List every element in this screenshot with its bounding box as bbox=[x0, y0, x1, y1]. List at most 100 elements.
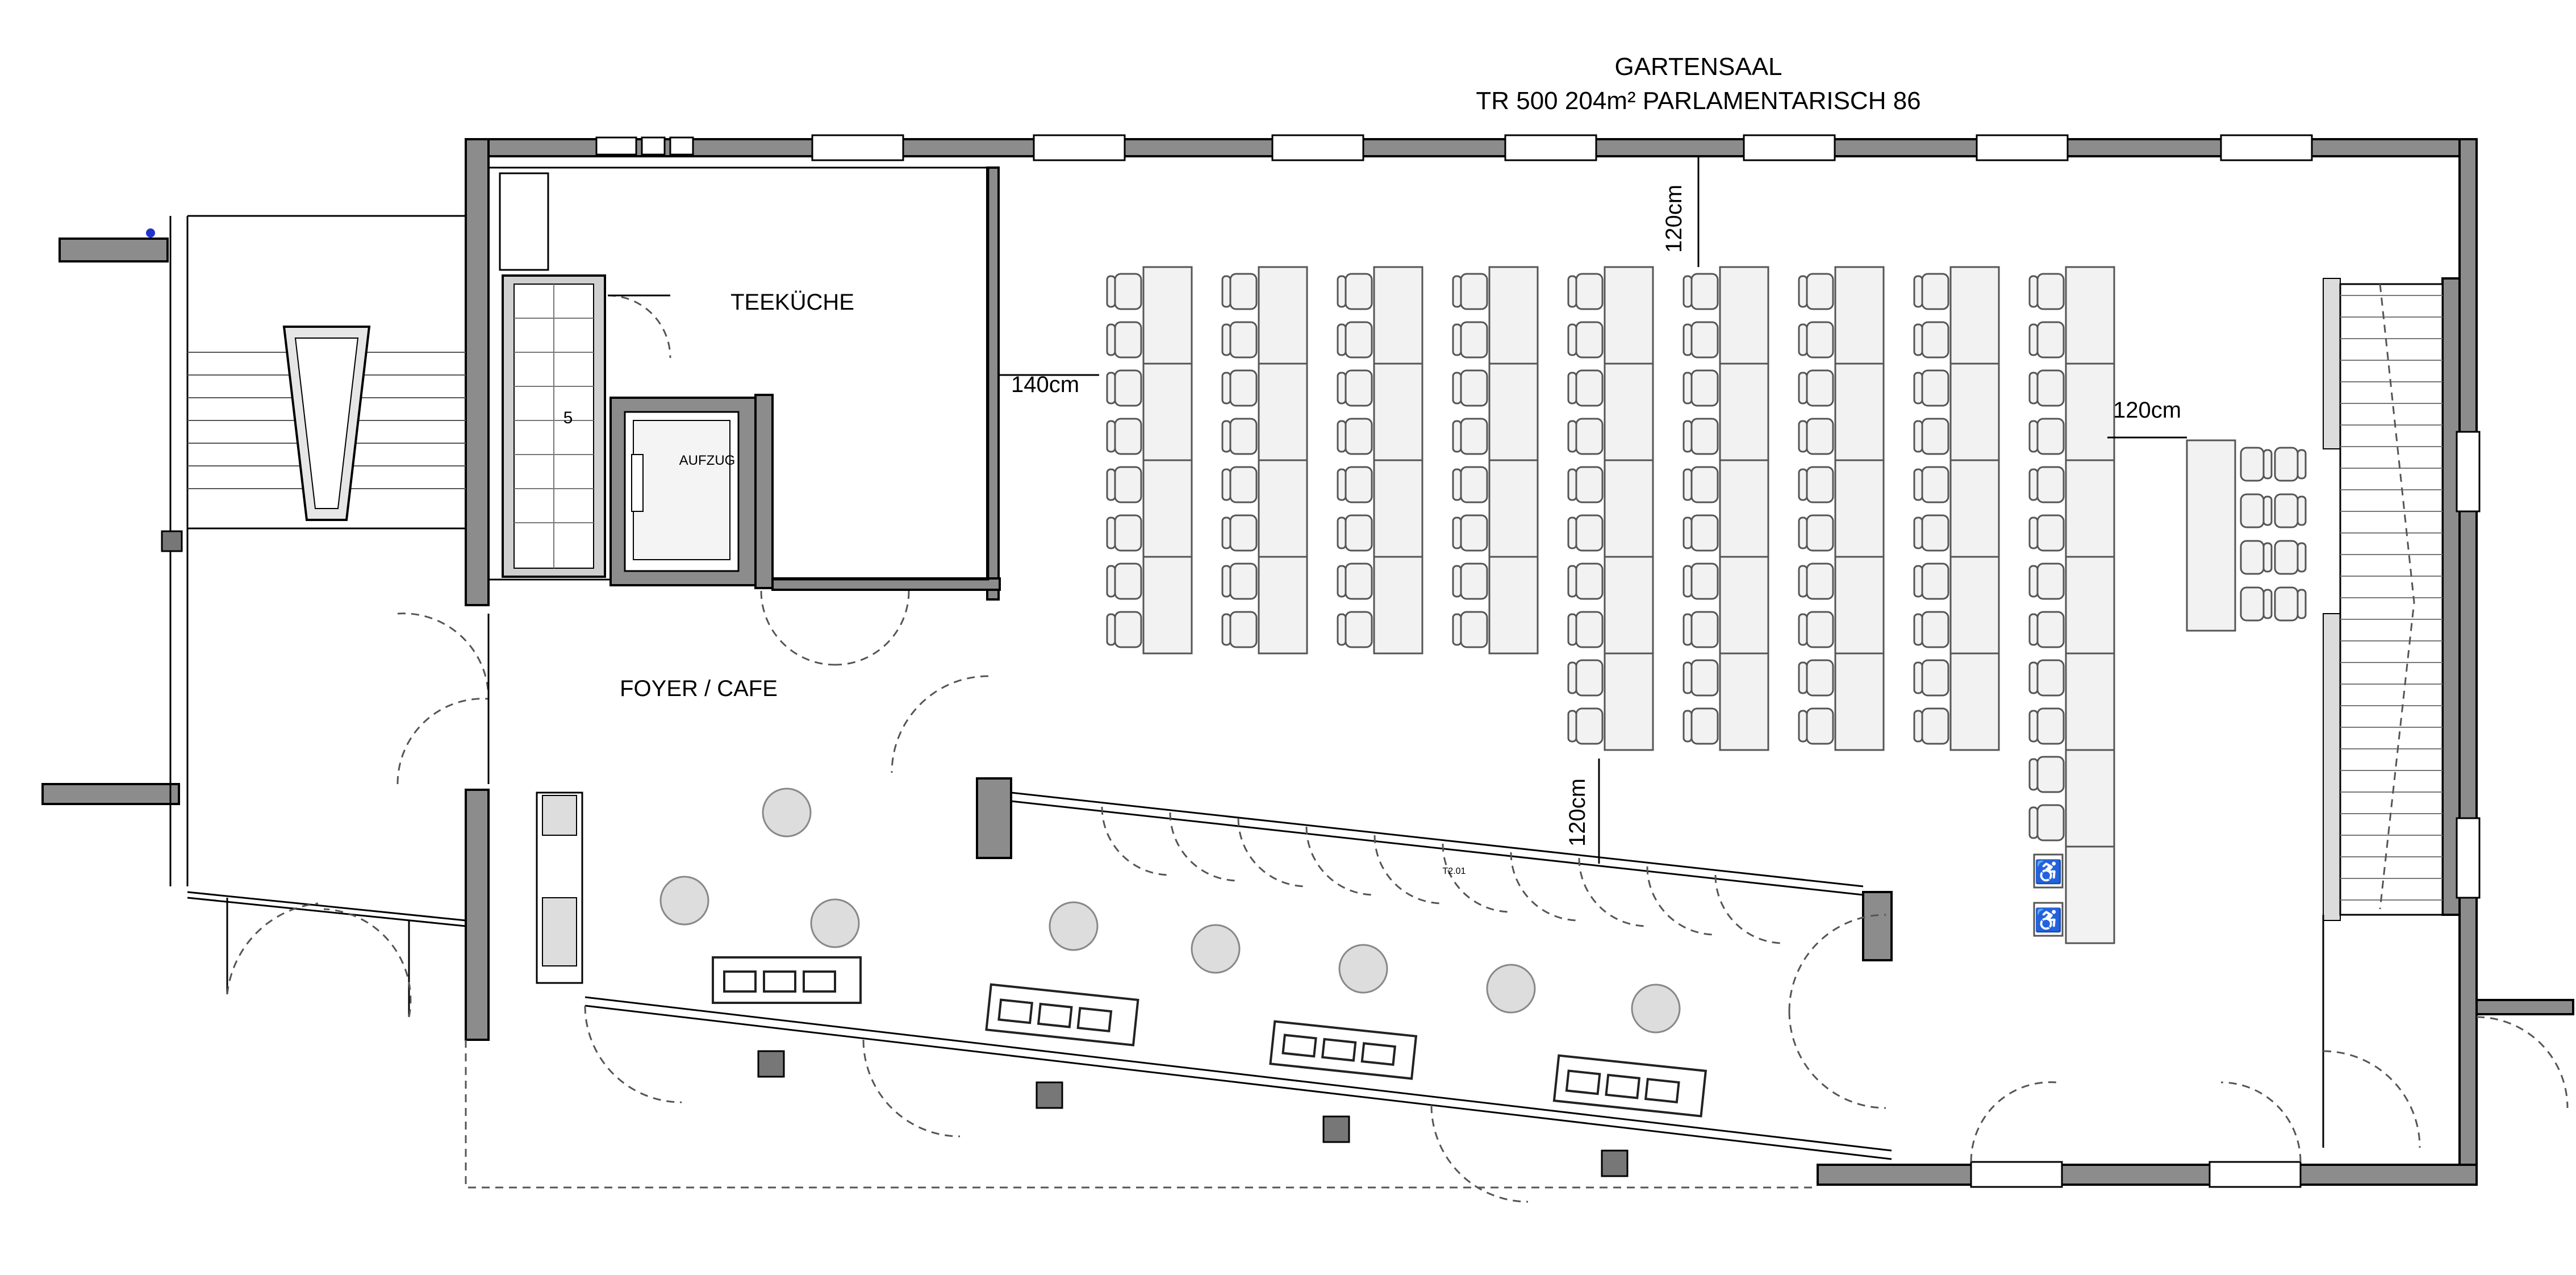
seating-column bbox=[1798, 266, 1885, 751]
dim-top: 120cm bbox=[1661, 185, 1686, 253]
chair bbox=[1913, 514, 1949, 552]
seating-column: ♿♿ bbox=[2028, 266, 2115, 944]
table bbox=[1949, 363, 2000, 461]
chair bbox=[1337, 321, 1373, 359]
chair bbox=[1452, 611, 1488, 648]
seating-column bbox=[1452, 266, 1539, 655]
chair bbox=[2028, 273, 2065, 310]
table bbox=[1142, 459, 1193, 558]
wheelchair-icon: ♿ bbox=[2033, 853, 2064, 889]
chair bbox=[1452, 418, 1488, 455]
chair bbox=[1913, 369, 1949, 407]
chair bbox=[1452, 562, 1488, 600]
chair bbox=[1106, 562, 1142, 600]
chair bbox=[1337, 562, 1373, 600]
chair bbox=[2028, 418, 2065, 455]
chair bbox=[1567, 369, 1604, 407]
chair bbox=[1798, 562, 1834, 600]
chair bbox=[1913, 659, 1949, 697]
table bbox=[2065, 556, 2115, 655]
chair bbox=[2028, 466, 2065, 503]
chair bbox=[1337, 514, 1373, 552]
door-tag: T2.01 bbox=[1443, 866, 1466, 876]
chair bbox=[1913, 321, 1949, 359]
chair bbox=[1913, 466, 1949, 503]
seating-column bbox=[1913, 266, 2000, 751]
chair bbox=[1452, 321, 1488, 359]
chair bbox=[1221, 466, 1258, 503]
chair bbox=[1682, 707, 1719, 745]
chair bbox=[1221, 611, 1258, 648]
chair bbox=[2274, 493, 2307, 528]
table bbox=[1258, 266, 1308, 365]
table bbox=[1604, 363, 1654, 461]
side-table bbox=[2186, 439, 2307, 632]
seating-column bbox=[1221, 266, 1308, 655]
left-stairwell bbox=[41, 215, 466, 1018]
chair bbox=[1798, 369, 1834, 407]
table bbox=[1488, 363, 1539, 461]
table bbox=[1258, 459, 1308, 558]
room-title: GARTENSAAL bbox=[1614, 53, 1782, 81]
table bbox=[1604, 459, 1654, 558]
chair bbox=[1682, 562, 1719, 600]
chair bbox=[1913, 707, 1949, 745]
table bbox=[1834, 363, 1885, 461]
chair bbox=[1337, 369, 1373, 407]
table bbox=[1604, 266, 1654, 365]
seating-layout: ♿♿ bbox=[1106, 266, 2115, 944]
chair bbox=[1106, 466, 1142, 503]
table bbox=[1949, 652, 2000, 751]
dimension-lines bbox=[1000, 156, 2187, 864]
chair bbox=[1798, 466, 1834, 503]
chair bbox=[1798, 321, 1834, 359]
chair bbox=[1798, 707, 1834, 745]
table bbox=[1719, 363, 1769, 461]
chair bbox=[1221, 369, 1258, 407]
chair bbox=[2240, 447, 2273, 482]
table bbox=[1719, 556, 1769, 655]
chair bbox=[2028, 707, 2065, 745]
chair bbox=[2028, 804, 2065, 841]
table bbox=[1949, 459, 2000, 558]
table bbox=[1834, 266, 1885, 365]
chair bbox=[1682, 611, 1719, 648]
elevator-number: 5 bbox=[563, 409, 573, 427]
table bbox=[1373, 556, 1423, 655]
dim-right: 120cm bbox=[2113, 398, 2181, 423]
chair bbox=[1221, 321, 1258, 359]
table bbox=[1488, 266, 1539, 365]
chair bbox=[2028, 611, 2065, 648]
chair bbox=[1567, 273, 1604, 310]
chair bbox=[1798, 514, 1834, 552]
chair bbox=[1452, 466, 1488, 503]
chair bbox=[1337, 273, 1373, 310]
chair bbox=[1682, 514, 1719, 552]
chair bbox=[1452, 369, 1488, 407]
chair bbox=[2028, 321, 2065, 359]
svg-text:♿: ♿ bbox=[2034, 907, 2063, 933]
chair bbox=[1337, 418, 1373, 455]
chair bbox=[1567, 707, 1604, 745]
foyer-area bbox=[396, 612, 2302, 1203]
chair bbox=[1106, 418, 1142, 455]
chair bbox=[2028, 659, 2065, 697]
table bbox=[2065, 363, 2115, 461]
chair bbox=[1221, 273, 1258, 310]
chair bbox=[1682, 369, 1719, 407]
table bbox=[1488, 459, 1539, 558]
table bbox=[1604, 556, 1654, 655]
seating-column bbox=[1106, 266, 1193, 655]
chair bbox=[1452, 514, 1488, 552]
table bbox=[1373, 266, 1423, 365]
chair bbox=[1567, 514, 1604, 552]
seating-column bbox=[1337, 266, 1423, 655]
dim-left: 140cm bbox=[1011, 372, 1079, 397]
chair bbox=[1337, 611, 1373, 648]
seating-column bbox=[1682, 266, 1769, 751]
table bbox=[1949, 556, 2000, 655]
svg-text:♿: ♿ bbox=[2034, 859, 2063, 885]
chair bbox=[1221, 514, 1258, 552]
table bbox=[2065, 845, 2115, 944]
